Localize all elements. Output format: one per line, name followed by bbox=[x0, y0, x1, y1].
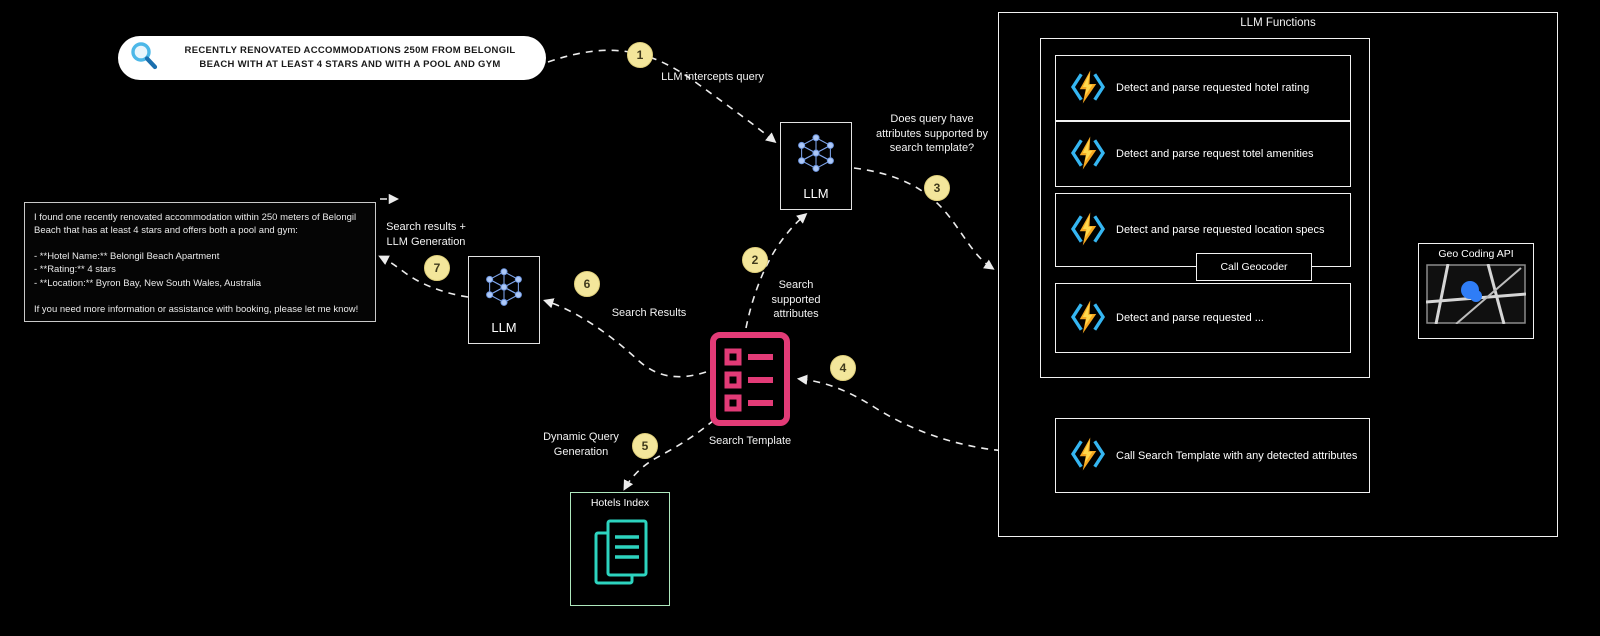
label-llm-intercepts: LLM intercepts query bbox=[661, 71, 764, 83]
map-icon bbox=[1425, 263, 1527, 329]
hotels-index-node: Hotels Index bbox=[570, 492, 670, 606]
step-badge-6: 6 bbox=[574, 271, 600, 297]
edge-llm2-to-response bbox=[378, 255, 469, 298]
label-search-results-llm: Search results + LLM Generation bbox=[386, 221, 466, 248]
function-row-amenities: Detect and parse request totel amenities bbox=[1055, 121, 1351, 187]
step-badge-1: 1 bbox=[627, 42, 653, 68]
step-badge-5: 5 bbox=[632, 433, 658, 459]
function-row-label: Detect and parse request totel amenities bbox=[1116, 148, 1314, 160]
search-icon bbox=[128, 40, 160, 77]
azure-function-icon bbox=[1070, 211, 1106, 250]
function-row-hotel-rating: Detect and parse requested hotel rating bbox=[1055, 55, 1351, 121]
edge-llm-to-functions bbox=[853, 167, 995, 270]
documents-icon bbox=[588, 513, 652, 596]
llm-functions-title: LLM Functions bbox=[1240, 17, 1316, 29]
edge-template-to-llm bbox=[745, 212, 808, 329]
function-row-requested-other: Detect and parse requested ... bbox=[1055, 283, 1351, 353]
function-row-call-search-template: Call Search Template with any detected a… bbox=[1055, 418, 1370, 493]
azure-function-icon bbox=[1070, 135, 1106, 174]
label-search-results: Search Results bbox=[611, 307, 687, 319]
edge-functions-to-template bbox=[796, 374, 1054, 454]
label-dynamic-query: Dynamic Query Generation bbox=[543, 431, 619, 458]
azure-function-icon bbox=[1070, 436, 1106, 475]
geo-coding-api-node: Geo Coding API bbox=[1418, 243, 1534, 339]
function-row-label: Detect and parse requested hotel rating bbox=[1116, 82, 1310, 94]
llm-node-top: LLM bbox=[780, 122, 852, 210]
user-query-pill: RECENTLY RENOVATED ACCOMMODATIONS 250M F… bbox=[118, 36, 546, 80]
azure-function-icon bbox=[1070, 69, 1106, 108]
azure-function-icon bbox=[1070, 299, 1106, 338]
function-row-label: Detect and parse requested location spec… bbox=[1116, 224, 1325, 236]
geo-coding-api-label: Geo Coding API bbox=[1438, 248, 1514, 260]
hotels-index-label: Hotels Index bbox=[590, 497, 650, 509]
llm-node-left: LLM bbox=[468, 256, 540, 344]
llm-node-top-label: LLM bbox=[803, 185, 829, 201]
call-geocoder-box: Call Geocoder bbox=[1196, 253, 1312, 281]
label-does-query: Does query have attributes supported by … bbox=[876, 113, 988, 155]
user-query-text: RECENTLY RENOVATED ACCOMMODATIONS 250M F… bbox=[184, 44, 516, 70]
function-row-label: Detect and parse requested ... bbox=[1116, 312, 1264, 324]
search-template-label: Search Template bbox=[708, 435, 792, 447]
step-badge-3: 3 bbox=[924, 175, 950, 201]
label-search-supported: Search supported attributes bbox=[771, 279, 821, 321]
step-badge-2: 2 bbox=[742, 247, 768, 273]
function-row-label: Call Search Template with any detected a… bbox=[1116, 449, 1358, 462]
llm-network-icon bbox=[793, 132, 839, 183]
edge-query-to-llm bbox=[547, 49, 777, 143]
llm-response-box: I found one recently renovated accommoda… bbox=[24, 202, 376, 322]
step-badge-7: 7 bbox=[424, 255, 450, 281]
llm-network-icon bbox=[481, 266, 527, 317]
step-badge-4: 4 bbox=[830, 355, 856, 381]
search-template-icon bbox=[708, 330, 792, 433]
edge-template-to-llm2 bbox=[543, 298, 707, 378]
llm-node-left-label: LLM bbox=[491, 319, 517, 335]
